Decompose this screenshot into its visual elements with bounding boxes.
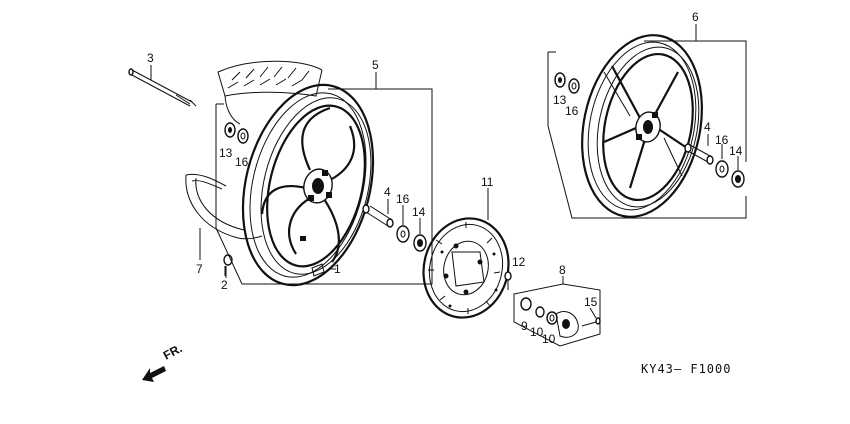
valve-1 <box>311 263 325 277</box>
callout-9: 9 <box>521 319 528 333</box>
rear-seal-16-right <box>715 160 729 178</box>
callout-16-rear-right: 16 <box>715 133 729 147</box>
callout-13-rear: 13 <box>553 93 567 107</box>
rear-seal-16-left <box>568 78 580 94</box>
dust-seal-16 <box>396 225 410 243</box>
leader-lines <box>150 24 747 347</box>
callout-4-front: 4 <box>384 185 391 199</box>
front-axle-3 <box>128 68 197 107</box>
callout-13-front: 13 <box>219 146 233 160</box>
callout-10-a: 10 <box>530 325 544 339</box>
callout-3: 3 <box>147 51 154 65</box>
callout-8: 8 <box>559 263 566 277</box>
bearing-14 <box>413 234 427 252</box>
callout-2: 2 <box>221 278 228 292</box>
callout-14-front: 14 <box>412 205 426 219</box>
brake-disc <box>422 217 510 319</box>
rear-bearing-13 <box>554 72 566 88</box>
callout-14-rear: 14 <box>729 144 743 158</box>
direction-label: FR. <box>161 341 185 362</box>
axle-spacer-4 <box>362 204 394 228</box>
front-wheel <box>241 83 375 287</box>
callout-6: 6 <box>692 10 699 24</box>
callout-12: 12 <box>512 255 526 269</box>
tire-tread-segment <box>217 60 323 125</box>
callout-1: 1 <box>334 262 341 276</box>
rear-wheel <box>581 34 703 218</box>
callout-4-rear: 4 <box>704 120 711 134</box>
diagram-code: KY43— F1000 <box>641 362 731 376</box>
rear-spacer-4 <box>684 143 714 165</box>
callout-7: 7 <box>196 262 203 276</box>
callout-16-rear-left: 16 <box>565 104 579 118</box>
callout-5: 5 <box>372 58 379 72</box>
front-direction-arrow: FR. <box>142 341 184 382</box>
callout-16-front-right: 16 <box>396 192 410 206</box>
speedometer-gearbox <box>520 297 601 338</box>
callout-15: 15 <box>584 295 598 309</box>
rear-bearing-14 <box>731 170 745 188</box>
callout-10-b: 10 <box>542 332 556 346</box>
callout-11: 11 <box>481 175 494 189</box>
front-wheel-dust-seal-16 <box>237 128 249 144</box>
callout-16-front-left: 16 <box>235 155 249 169</box>
front-fender <box>185 173 263 240</box>
front-wheel-bearing-left-13 <box>224 122 236 138</box>
disc-bolt-12 <box>504 271 512 290</box>
